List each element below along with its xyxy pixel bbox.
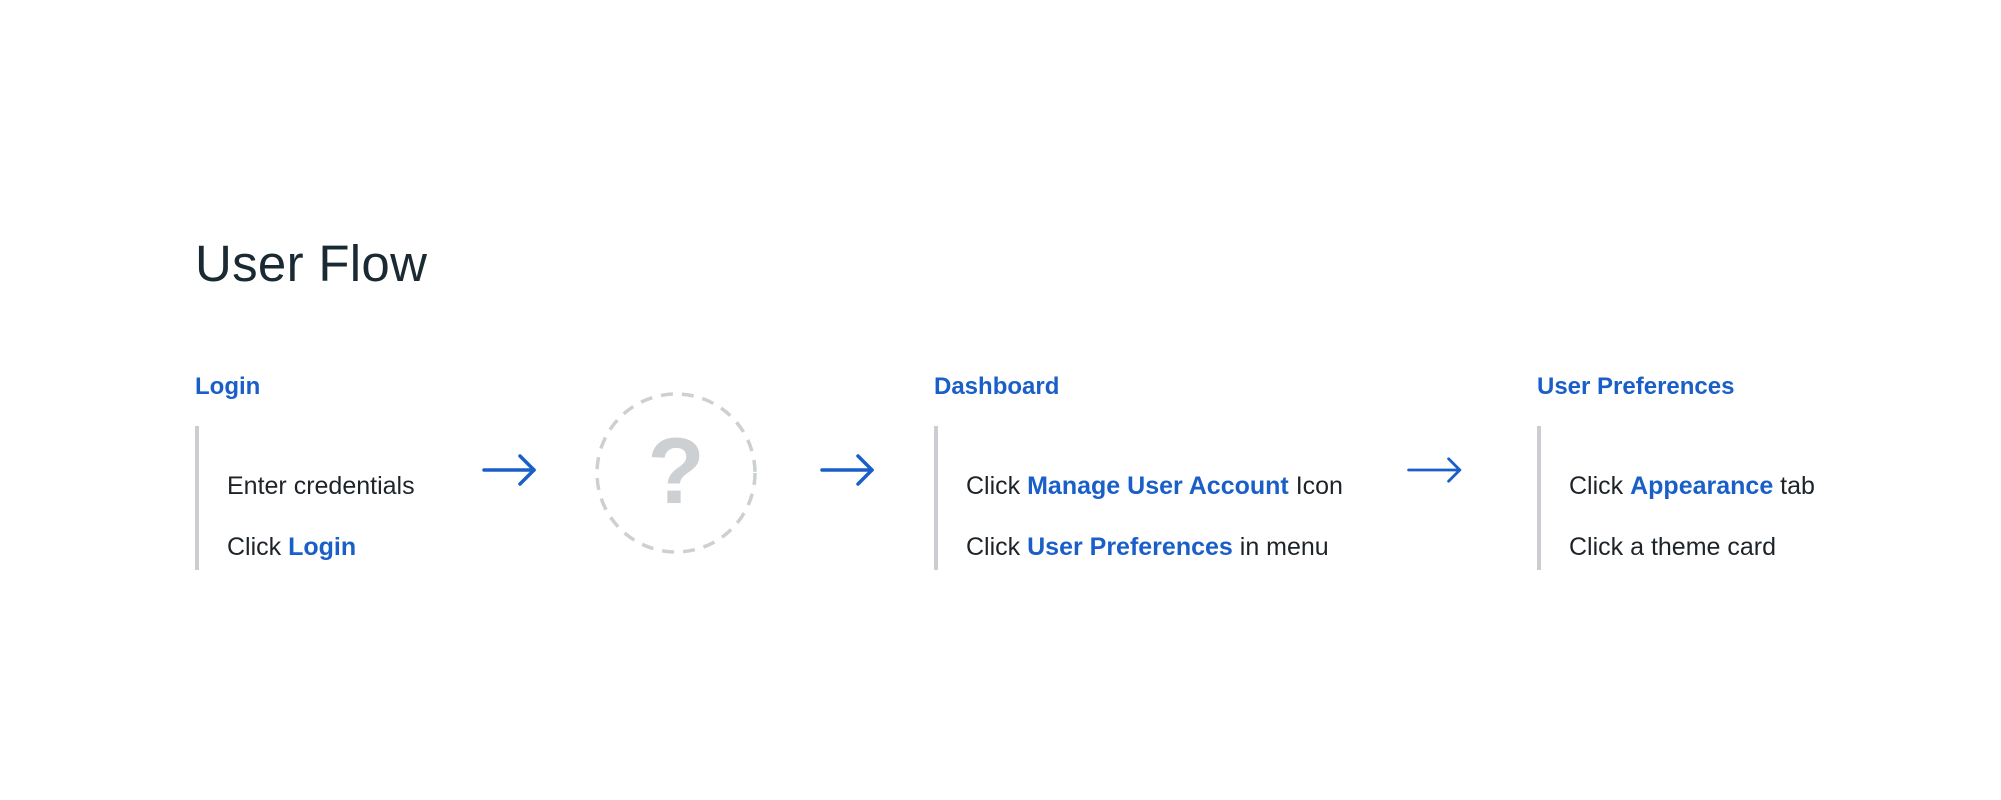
page-title: User Flow [195, 235, 428, 292]
action-text-suffix: Icon [1288, 472, 1343, 500]
step-title: Dashboard [934, 373, 1060, 400]
unknown-step-placeholder: ? [595, 392, 757, 554]
arrow-right-icon [820, 454, 874, 486]
step-action: Click Login [227, 531, 356, 563]
arrow-right-icon [482, 454, 536, 486]
step-actions: Click Appearance tab Click a theme card [1537, 426, 1997, 570]
step-action: Click Appearance tab [1569, 470, 1815, 502]
action-text: Click [966, 533, 1028, 561]
action-text: Click [1569, 472, 1631, 500]
flow-step-dashboard: Dashboard Click Manage User Account Icon… [934, 372, 1343, 570]
step-action: Enter credentials [227, 470, 415, 502]
step-action: Click Manage User Account Icon [966, 470, 1343, 502]
step-action: Click a theme card [1569, 531, 1776, 563]
arrow-right-icon [1407, 457, 1462, 483]
action-target: Login [288, 533, 357, 561]
flow-step-login: Login Enter credentials Click Login [195, 372, 415, 570]
action-text: Click a theme card [1569, 533, 1777, 561]
step-title: User Preferences [1537, 373, 1735, 400]
action-text-suffix: tab [1773, 472, 1815, 500]
step-actions: Enter credentials Click Login [195, 426, 655, 570]
action-target: Manage User Account [1027, 472, 1289, 500]
action-target: User Preferences [1027, 533, 1233, 561]
action-target: Appearance [1630, 472, 1774, 500]
action-text: Click [227, 533, 289, 561]
question-mark-icon: ? [647, 418, 704, 523]
action-text: Click [966, 472, 1028, 500]
step-action: Click User Preferences in menu [966, 531, 1329, 563]
step-actions: Click Manage User Account Icon Click Use… [934, 426, 1394, 570]
action-text-suffix: in menu [1232, 533, 1329, 561]
step-title: Login [195, 373, 261, 400]
action-text: Enter credentials [227, 472, 415, 500]
flow-step-user-preferences: User Preferences Click Appearance tab Cl… [1537, 372, 1815, 570]
